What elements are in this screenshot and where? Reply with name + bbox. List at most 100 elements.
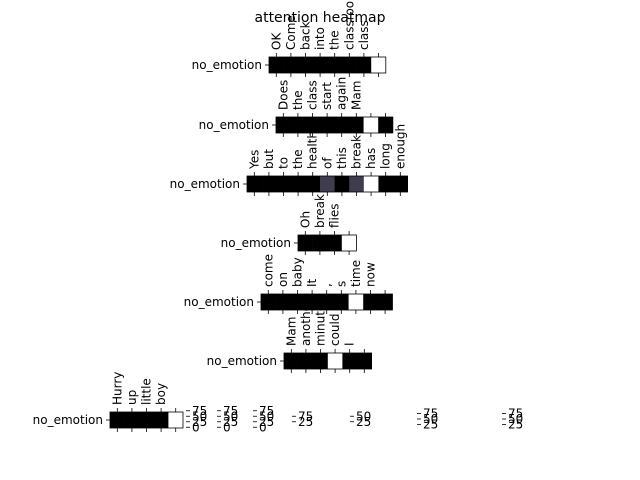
heatmap-cell [377, 294, 393, 310]
row-label: no_emotion [184, 295, 254, 309]
token-label: back [299, 21, 313, 50]
heatmap-cell [305, 117, 321, 133]
token-label: s [334, 281, 348, 287]
token-label: this [335, 147, 349, 169]
token-label: but [262, 149, 276, 169]
token-label: class [357, 20, 371, 50]
heatmap-cell [393, 176, 408, 192]
heatmap-cell [276, 176, 292, 192]
heatmap-cell [327, 353, 343, 369]
colorbar-tick-label: 25 [223, 415, 238, 429]
token-label: Yes [247, 150, 261, 170]
token-label: Mam [284, 317, 298, 346]
heatmap-cell [371, 57, 387, 73]
heatmap-cell [327, 235, 343, 251]
heatmap-cell [312, 235, 328, 251]
heatmap-cell [357, 353, 372, 369]
heatmap-cell [283, 57, 299, 73]
colorbar-tick-label: 50 [356, 409, 371, 423]
heatmap-cell [298, 57, 314, 73]
token-label: little [140, 378, 154, 405]
colorbar-tick-label: 50 [192, 409, 207, 423]
token-label: minute [314, 304, 328, 346]
colorbar-tick-label: 25 [298, 415, 313, 429]
heatmap-cell [312, 57, 328, 73]
token-label: It [305, 278, 319, 287]
colorbar-tick-label: 0 [223, 420, 231, 434]
heatmap-cell [363, 117, 379, 133]
token-label: up [125, 390, 139, 405]
token-label: another [299, 299, 313, 346]
heatmap-frame [268, 56, 387, 74]
heatmap-frame [297, 234, 357, 252]
row-label: no_emotion [221, 236, 291, 250]
heatmap-cell [363, 176, 379, 192]
token-label: enough [393, 124, 407, 169]
heatmap-cell [349, 176, 365, 192]
heatmap-frame [275, 116, 394, 134]
token-label: Does [276, 80, 290, 110]
heatmap-cell [298, 235, 313, 251]
token-label: the [328, 30, 342, 50]
heatmap-cell [276, 117, 291, 133]
token-label: now [364, 262, 378, 287]
colorbar-tick-label: 75 [298, 409, 313, 423]
token-label: class [306, 80, 320, 110]
row-label: no_emotion [199, 118, 269, 132]
token-label: I [343, 342, 357, 346]
heatmap-cell [334, 176, 350, 192]
heatmap-cell [168, 412, 184, 428]
row-label: no_emotion [207, 354, 277, 368]
chart-title: attention heatmap [255, 10, 386, 26]
heatmap-cell [290, 294, 306, 310]
heatmap-cell [319, 117, 335, 133]
token-label: into [313, 27, 327, 50]
heatmap-cell [304, 294, 320, 310]
token-label: time [349, 260, 363, 287]
token-label: baby [291, 257, 305, 287]
heatmap-cell [342, 57, 357, 73]
token-label: break [350, 135, 364, 169]
heatmap-cell [269, 57, 284, 73]
token-label: long [379, 143, 393, 169]
token-label: the [291, 90, 305, 110]
colorbar-tick-label: 25 [423, 418, 438, 432]
colorbar-tick-label: 25 [508, 418, 523, 432]
heatmap-cell [124, 412, 140, 428]
colorbar-tick-label: 75 [192, 404, 207, 418]
colorbar-tick-label: 0 [259, 420, 267, 434]
colorbar-tick-label: 50 [423, 412, 438, 426]
colorbar-tick-label: 75 [259, 404, 274, 418]
token-label: Oh [298, 211, 312, 228]
heatmap-cell [110, 412, 125, 428]
heatmap-cell [349, 117, 364, 133]
heatmap-cell [341, 235, 357, 251]
token-label: come [261, 254, 275, 287]
heatmap-cell [284, 353, 299, 369]
heatmap-cell [320, 176, 335, 192]
heatmap-cell [290, 176, 306, 192]
colorbar-tick-label: 50 [508, 412, 523, 426]
colorbar-tick-label: 75 [223, 404, 238, 418]
heatmap-frame [283, 352, 372, 370]
heatmap-cell [356, 57, 372, 73]
heatmap-cell [327, 57, 343, 73]
heatmap-cell [298, 353, 314, 369]
token-label: start [320, 82, 334, 110]
heatmap-cell [334, 117, 350, 133]
token-label: flies [328, 203, 342, 228]
heatmap-cell [261, 176, 277, 192]
heatmap-cell [378, 176, 394, 192]
heatmap-cell [348, 294, 364, 310]
colorbar-tick-label: 50 [223, 409, 238, 423]
colorbar-tick-label: 50 [259, 409, 274, 423]
